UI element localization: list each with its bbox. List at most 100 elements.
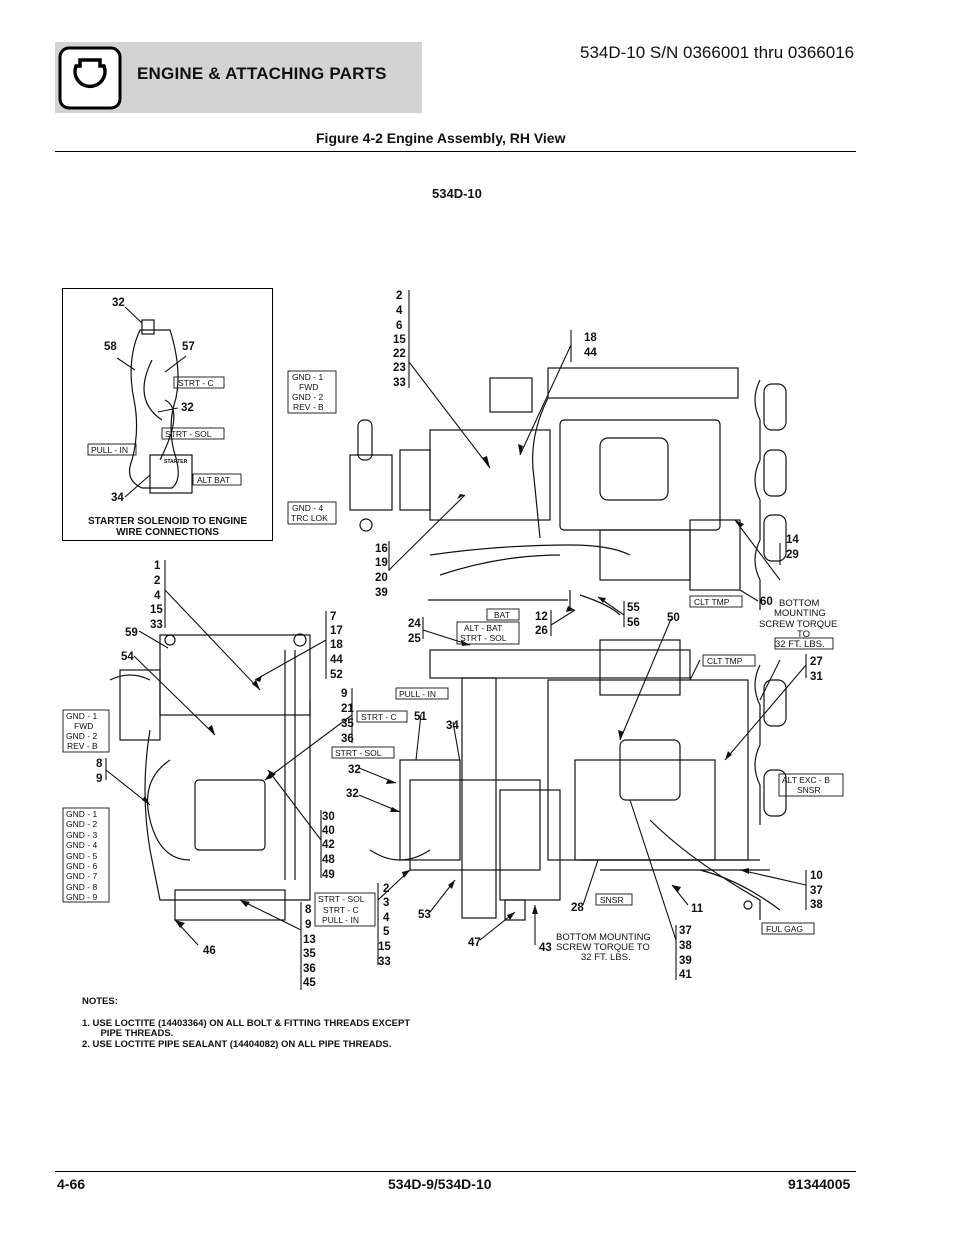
callout-number: 22 — [393, 348, 406, 360]
wire-label: STRT - C — [361, 712, 397, 722]
callout-number: 2 — [154, 575, 160, 587]
wire-label: STRT - SOL — [165, 429, 212, 439]
callout-number: 49 — [322, 869, 335, 881]
callout-number: 12 — [535, 611, 548, 623]
callout-number: 34 — [111, 492, 124, 504]
callout-number: 47 — [468, 937, 481, 949]
callout-number: 24 — [408, 618, 421, 630]
callout-number: 48 — [322, 854, 335, 866]
callout-number: 34 — [446, 720, 459, 732]
callout-number: 32 — [181, 402, 194, 414]
callout-number: 5 — [383, 926, 390, 938]
callout-number: 45 — [303, 977, 316, 989]
engine-linework — [109, 319, 787, 921]
wire-label: STRT - SOL — [460, 633, 507, 643]
wire-label: GND - 4 — [66, 840, 97, 850]
wire-label: STRT - SOL — [318, 894, 365, 904]
starter-text: STARTER — [164, 459, 188, 465]
figure-subtitle: 534D-10 — [432, 186, 482, 201]
callout-number: 36 — [341, 733, 354, 745]
wire-label: STRT - SOL — [335, 748, 382, 758]
wire-label: GND - 1 — [292, 372, 323, 382]
wire-label: CLT TMP — [707, 656, 743, 666]
callout-number: 42 — [322, 839, 335, 851]
callout-number: 38 — [679, 940, 692, 952]
wire-label: GND - 5 — [66, 851, 97, 861]
figure-title: Figure 4-2 Engine Assembly, RH View — [316, 130, 566, 146]
wire-label: GND - 1 — [66, 711, 97, 721]
callout-number: 9 — [305, 919, 311, 931]
wire-label: PULL - IN — [91, 445, 128, 455]
callout-number: 46 — [203, 945, 216, 957]
callout-number: 4 — [383, 912, 390, 924]
callout-number: 3 — [383, 897, 389, 909]
callout-number: 6 — [396, 320, 402, 332]
wire-label: SNSR — [600, 895, 624, 905]
callout-number: 60 — [760, 596, 773, 608]
callout-number: 27 — [810, 656, 823, 668]
wire-label: REV - B — [67, 741, 98, 751]
wire-label: ALT BAT — [197, 475, 230, 485]
callout-number: 39 — [375, 587, 388, 599]
wire-label: TRC LOK — [291, 513, 328, 523]
callout-number: 14 — [786, 534, 799, 546]
wire-label: SNSR — [797, 785, 821, 795]
callout-number: 31 — [810, 671, 823, 683]
callout-number: 13 — [303, 934, 316, 946]
wire-label: FUL GAG — [766, 924, 803, 934]
note-line: 1. USE LOCTITE (14403364) ON ALL BOLT & … — [82, 1018, 411, 1029]
callout-number: 59 — [125, 627, 138, 639]
engine-outline-icon — [58, 46, 122, 110]
callout-number: 35 — [303, 948, 316, 960]
wire-label: BAT — [494, 610, 510, 620]
callout-number: 32 — [346, 788, 359, 800]
document-number: 91344005 — [788, 1176, 851, 1192]
note-line: 2. USE LOCTITE PIPE SEALANT (14404082) O… — [82, 1039, 392, 1050]
callout-number: 4 — [396, 305, 403, 317]
callout-number: 1 — [154, 560, 161, 572]
callout-number: 10 — [810, 870, 823, 882]
callout-number: 19 — [375, 557, 388, 569]
callout-number: 30 — [322, 811, 335, 823]
callout-number: 35 — [341, 718, 354, 730]
wire-label: FWD — [299, 382, 318, 392]
model-serial-range: 534D-10 S/N 0366001 thru 0366016 — [580, 43, 855, 62]
wire-label: STRT - C — [178, 378, 214, 388]
note-line: PIPE THREADS. — [82, 1028, 174, 1039]
wire-label: GND - 7 — [66, 871, 97, 881]
callout-number: 23 — [393, 362, 406, 374]
callout-number: 33 — [393, 377, 406, 389]
callout-number: 26 — [535, 625, 548, 637]
callout-number: 18 — [584, 332, 597, 344]
callout-number: 58 — [104, 341, 117, 353]
callout-number: 33 — [150, 619, 163, 631]
callout-number: 25 — [408, 633, 421, 645]
starter-solenoid-inset — [62, 288, 273, 541]
wire-label: PULL - IN — [399, 689, 436, 699]
callout-number: 39 — [679, 955, 692, 967]
page-number: 4-66 — [57, 1176, 86, 1192]
callout-number: 20 — [375, 572, 388, 584]
torque-note: BOTTOM MOUNTING — [556, 932, 651, 943]
callout-number: 56 — [627, 617, 640, 629]
callout-number: 37 — [810, 885, 823, 897]
callout-number: 16 — [375, 543, 388, 555]
callout-number: 17 — [330, 625, 343, 637]
callout-number: 2 — [383, 883, 389, 895]
callout-number: 7 — [330, 611, 336, 623]
inset-caption-line: WIRE CONNECTIONS — [116, 527, 219, 538]
section-title: ENGINE & ATTACHING PARTS — [137, 64, 387, 83]
wire-label: GND - 3 — [66, 830, 97, 840]
callout-number: 44 — [584, 347, 597, 359]
callout-number: 36 — [303, 963, 316, 975]
torque-note: TO — [797, 629, 810, 640]
callout-number: 2 — [396, 290, 402, 302]
callout-number: 18 — [330, 639, 343, 651]
callout-leaders — [105, 290, 807, 990]
callout-number: 40 — [322, 825, 335, 837]
callout-number: 15 — [393, 334, 406, 346]
callout-number: 8 — [96, 758, 103, 770]
wire-label-boxes — [62, 370, 844, 935]
inset-caption: STARTER SOLENOID TO ENGINE WIRE CONNECTI… — [62, 516, 273, 538]
